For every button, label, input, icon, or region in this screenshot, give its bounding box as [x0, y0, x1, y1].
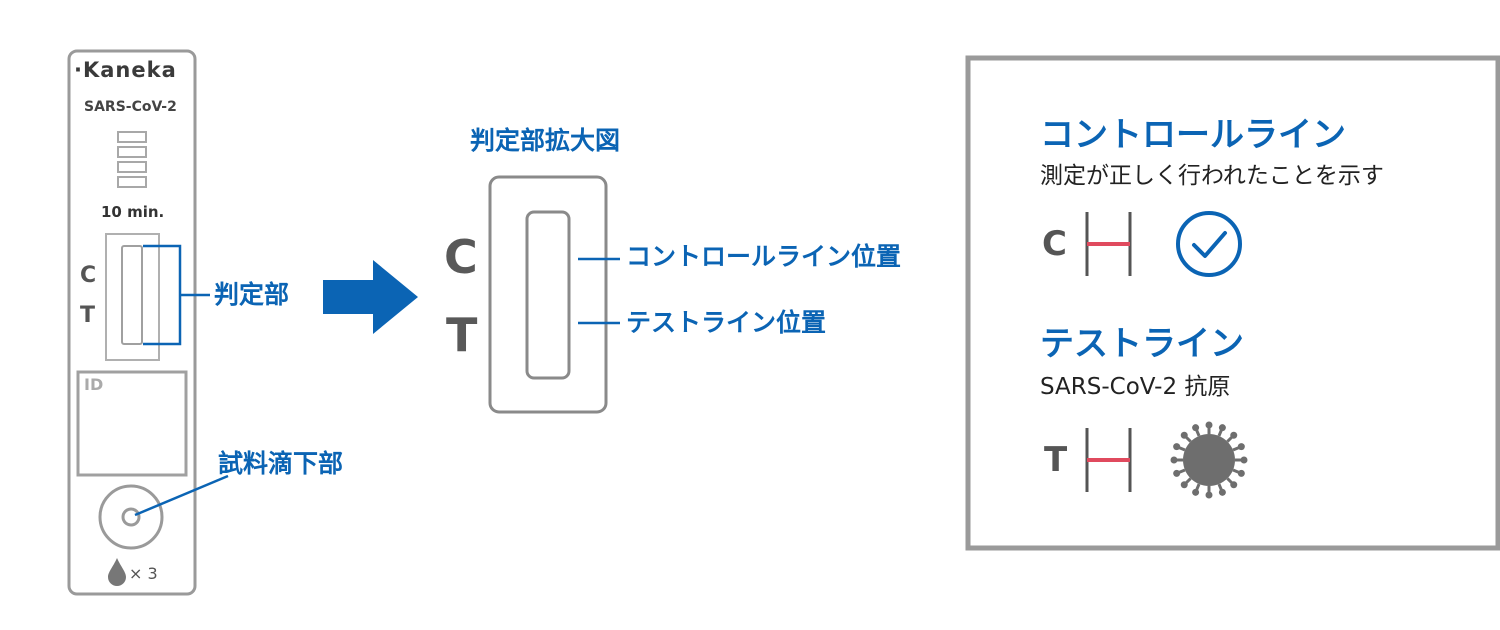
- test-position-label: テストライン位置: [626, 308, 827, 337]
- cassette-result-window-frame: [105, 233, 160, 361]
- device-id-label: ID: [84, 375, 104, 394]
- test-line-symbol: [1085, 428, 1132, 492]
- check-circle-icon: [1176, 211, 1242, 277]
- legend-control-title: コントロールライン: [1040, 115, 1346, 155]
- zoom-title: 判定部拡大図: [470, 126, 621, 155]
- test-cassette-body: [67, 49, 197, 596]
- legend-c-label: C: [1042, 224, 1067, 264]
- cassette-result-window: [121, 245, 143, 345]
- zoom-strip-window: [525, 210, 571, 380]
- control-position-label: コントロールライン位置: [626, 242, 902, 271]
- control-line-symbol: [1085, 212, 1132, 276]
- judgement-label: 判定部: [214, 280, 290, 309]
- legend-control-desc: 測定が正しく行われたことを示す: [1040, 163, 1384, 189]
- zoom-c-label: C: [444, 230, 478, 284]
- droplet-icon: [108, 558, 126, 586]
- device-timer: 10 min.: [101, 203, 165, 221]
- right-arrow-icon: [323, 260, 418, 334]
- legend-test-title: テストライン: [1040, 324, 1244, 364]
- device-model: SARS-CoV-2: [84, 99, 177, 115]
- legend-t-label: T: [1044, 440, 1068, 480]
- cassette-vent-slots: [117, 131, 147, 188]
- device-brand: ·Kaneka: [74, 58, 177, 82]
- sample-label: 試料滴下部: [218, 449, 344, 478]
- device-drops: × 3: [129, 564, 158, 583]
- device-t-label: T: [80, 303, 96, 328]
- legend-test-desc: SARS-CoV-2 抗原: [1040, 374, 1231, 400]
- cassette-id-box: [76, 370, 188, 477]
- zoom-strip-outer: [488, 175, 608, 414]
- virus-icon: [1170, 421, 1248, 499]
- sample-well-outer: [98, 484, 164, 550]
- sample-well-inner: [121, 507, 141, 527]
- device-c-label: C: [80, 263, 97, 288]
- zoom-t-label: T: [446, 308, 478, 362]
- sample-leader: [134, 474, 229, 517]
